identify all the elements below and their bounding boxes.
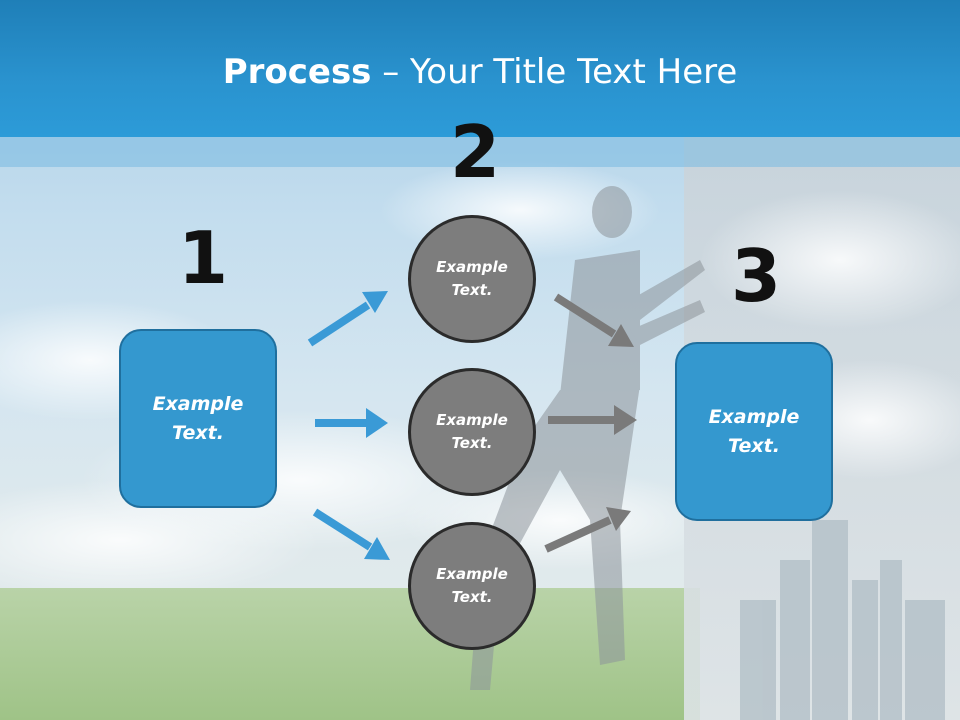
process-circle-bottom[interactable]: Example Text. (408, 522, 536, 650)
process-box-left[interactable]: Example Text. (119, 329, 277, 508)
step-number-2: 2 (450, 110, 501, 194)
arrow-left-to-middle (315, 408, 388, 438)
slide-title: Process – Your Title Text Here (0, 52, 960, 92)
process-box-right[interactable]: Example Text. (675, 342, 833, 521)
process-circle-middle-text: Example Text. (436, 411, 508, 452)
process-box-left-text: Example Text. (152, 392, 244, 444)
arrow-left-to-top (307, 291, 388, 347)
header-strip (0, 137, 960, 167)
header-band (0, 0, 960, 137)
title-rest: – Your Title Text Here (371, 52, 738, 92)
arrow-middle-to-right (548, 405, 637, 435)
arrow-bottom-to-right (544, 507, 631, 553)
title-bold: Process (222, 52, 372, 92)
process-circle-middle[interactable]: Example Text. (408, 368, 536, 496)
step-number-1: 1 (178, 216, 229, 300)
process-circle-top[interactable]: Example Text. (408, 215, 536, 343)
arrow-top-to-right (553, 293, 634, 347)
step-number-3: 3 (731, 234, 782, 318)
process-circle-bottom-text: Example Text. (436, 565, 508, 606)
arrow-left-to-bottom (312, 508, 390, 560)
process-circle-top-text: Example Text. (436, 258, 508, 299)
process-box-right-text: Example Text. (708, 405, 800, 457)
